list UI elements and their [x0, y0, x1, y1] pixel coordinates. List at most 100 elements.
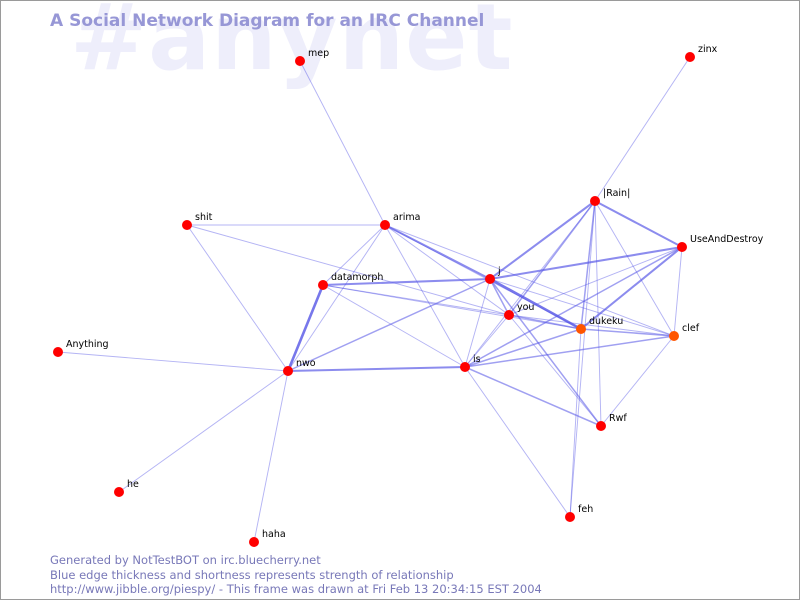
channel-watermark: #anynet — [70, 0, 514, 91]
edge-is-rwf — [464, 366, 602, 427]
node-you[interactable]: you — [504, 302, 534, 320]
node-useanddestroy[interactable]: UseAndDestroy — [677, 234, 764, 252]
edge-shit-nwo — [186, 224, 289, 372]
edge-j-nwo — [287, 278, 491, 372]
node-dot-clef[interactable] — [669, 331, 679, 341]
node-label-you: you — [517, 302, 534, 313]
edge-j-is — [464, 278, 491, 368]
node-dot-shit[interactable] — [182, 220, 192, 230]
node-label-mep: mep — [308, 48, 329, 59]
node-label-useanddestroy: UseAndDestroy — [690, 234, 764, 245]
edge-j-clef — [489, 278, 675, 337]
node-dot-zinx[interactable] — [685, 52, 695, 62]
node-label-j: j — [497, 266, 501, 277]
edge-clef-is — [464, 335, 675, 368]
footer: Generated by NotTestBOT on irc.bluecherr… — [50, 553, 542, 597]
node-label-he: he — [127, 479, 139, 490]
node-dot-anything[interactable] — [53, 347, 63, 357]
node-dot-datamorph[interactable] — [318, 280, 328, 290]
edge-rain-rwf — [594, 200, 602, 427]
edge-useanddestroy-you — [508, 246, 683, 316]
node-dot-j[interactable] — [485, 274, 495, 284]
node-label-haha: haha — [262, 529, 286, 540]
edge-datamorph-is — [322, 284, 466, 368]
edge-arima-nwo — [287, 224, 386, 372]
node-dukeku[interactable]: dukeku — [576, 316, 623, 334]
edge-nwo-anything — [57, 351, 289, 372]
edge-rain-useanddestroy — [593, 199, 684, 249]
node-layer: mep zinx |Rain| UseAndDestroy shit arima j data… — [53, 44, 764, 547]
edge-you-clef — [508, 314, 675, 337]
node-dot-nwo[interactable] — [283, 366, 293, 376]
node-zinx[interactable]: zinx — [685, 44, 718, 62]
node-label-arima: arima — [393, 212, 420, 223]
node-mep[interactable]: mep — [295, 48, 329, 66]
node-rwf[interactable]: Rwf — [596, 413, 627, 431]
edge-rain-dukeku — [580, 200, 596, 330]
edge-j-useanddestroy — [488, 245, 684, 281]
node-dot-mep[interactable] — [295, 56, 305, 66]
node-label-dukeku: dukeku — [589, 316, 623, 327]
node-label-anything: Anything — [66, 339, 109, 350]
edge-arima-clef — [384, 224, 675, 337]
node-dot-rwf[interactable] — [596, 421, 606, 431]
node-label-nwo: nwo — [296, 358, 316, 369]
edge-dukeku-clef — [580, 328, 675, 337]
edge-arima-datamorph — [322, 224, 386, 286]
edge-j-dukeku — [488, 277, 583, 331]
node-dot-is[interactable] — [460, 362, 470, 372]
edge-j-rain — [488, 199, 597, 281]
edge-rain-you — [508, 200, 596, 316]
edge-shit-you — [186, 224, 510, 316]
edge-zinx-rain — [594, 56, 691, 202]
node-dot-dukeku[interactable] — [576, 324, 586, 334]
footer-generated-by: Generated by NotTestBOT on irc.bluecherr… — [50, 553, 321, 567]
node-he[interactable]: he — [114, 479, 139, 497]
edge-layer — [57, 56, 691, 543]
node-label-rwf: Rwf — [609, 413, 627, 424]
edge-rain-is — [464, 200, 596, 368]
edge-you-rwf — [508, 314, 602, 427]
node-is[interactable]: is — [460, 354, 481, 372]
node-anything[interactable]: Anything — [53, 339, 109, 357]
edge-datamorph-dukeku — [322, 284, 582, 330]
edge-rain-feh — [569, 200, 596, 518]
edge-arima-you — [384, 224, 510, 316]
edge-mep-arima — [299, 60, 386, 226]
node-dot-he[interactable] — [114, 487, 124, 497]
node-dot-feh[interactable] — [565, 512, 575, 522]
edge-arima-is — [384, 224, 466, 368]
node-datamorph[interactable]: datamorph — [318, 272, 383, 290]
footer-credit-timestamp: http://www.jibble.org/piespy/ - This fra… — [50, 582, 542, 596]
node-label-rain: |Rain| — [603, 188, 630, 199]
node-clef[interactable]: clef — [669, 323, 700, 341]
node-dot-haha[interactable] — [249, 537, 259, 547]
node-label-zinx: zinx — [698, 44, 718, 55]
footer-edge-legend: Blue edge thickness and shortness repres… — [50, 567, 454, 582]
node-dot-rain[interactable] — [590, 196, 600, 206]
edge-dukeku-is — [464, 328, 582, 368]
node-label-clef: clef — [682, 323, 700, 334]
node-dot-you[interactable] — [504, 310, 514, 320]
node-feh[interactable]: feh — [565, 504, 593, 522]
edge-useanddestroy-is — [464, 246, 683, 368]
node-dot-useanddestroy[interactable] — [677, 242, 687, 252]
node-shit[interactable]: shit — [182, 212, 213, 230]
edge-arima-j — [383, 223, 492, 281]
node-nwo[interactable]: nwo — [283, 358, 316, 376]
edge-rain-clef — [594, 200, 675, 337]
node-dot-arima[interactable] — [380, 220, 390, 230]
node-haha[interactable]: haha — [249, 529, 286, 547]
node-label-datamorph: datamorph — [331, 272, 383, 283]
node-label-feh: feh — [578, 504, 593, 515]
node-j[interactable]: j — [485, 266, 501, 284]
edge-is-feh — [464, 366, 571, 518]
node-rain[interactable]: |Rain| — [590, 188, 630, 206]
edge-you-is — [464, 314, 510, 368]
node-label-shit: shit — [195, 212, 213, 223]
diagram-title: A Social Network Diagram for an IRC Chan… — [50, 11, 485, 31]
edge-nwo-haha — [253, 370, 289, 543]
edge-useanddestroy-clef — [673, 246, 683, 337]
node-arima[interactable]: arima — [380, 212, 420, 230]
edge-datamorph-j — [321, 277, 492, 287]
